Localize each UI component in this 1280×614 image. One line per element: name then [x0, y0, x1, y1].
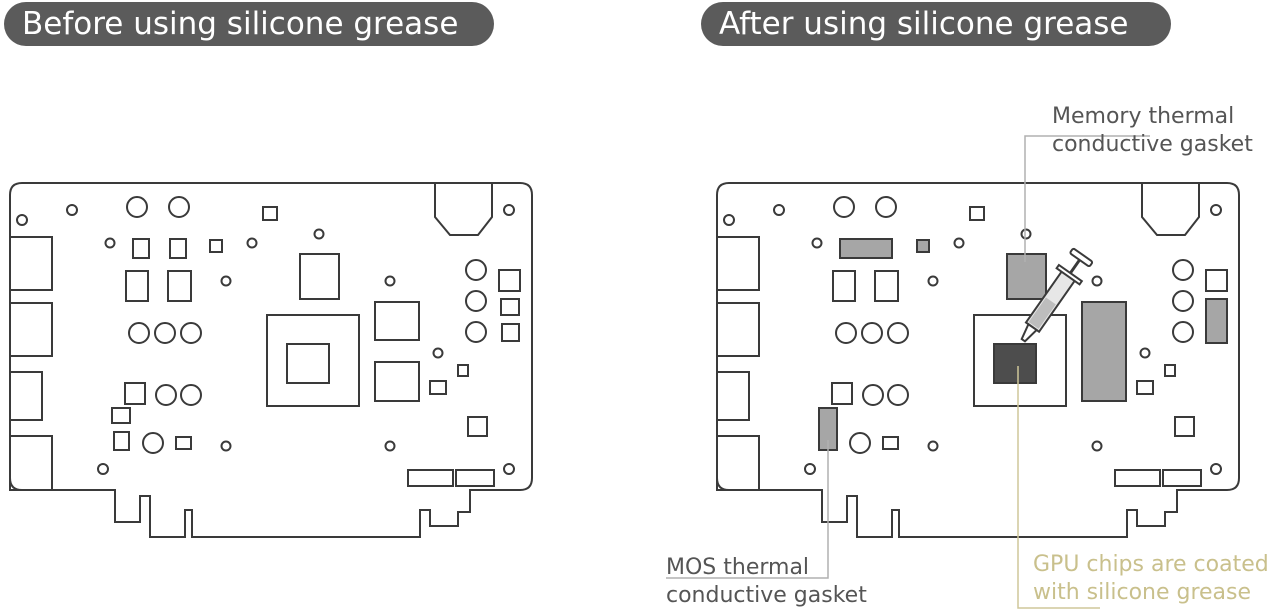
pcb-after — [716, 182, 1240, 538]
mos-leader-line — [666, 440, 829, 579]
gpu-callout-line-1: GPU chips are coated — [1033, 552, 1269, 577]
mos-callout-line-1: MOS thermal — [666, 555, 810, 580]
grease-syringe-icon — [1020, 247, 1094, 343]
after-header: After using silicone grease — [701, 2, 1171, 46]
memory-leader-line — [1024, 135, 1150, 262]
mos-gasket-callout: MOS thermal conductive gasket — [666, 554, 867, 610]
before-header: Before using silicone grease — [4, 2, 494, 46]
gpu-grease-callout: GPU chips are coated with silicone greas… — [1033, 551, 1269, 607]
gpu-callout-line-2: with silicone grease — [1033, 580, 1252, 605]
gpu-leader-line — [1017, 366, 1100, 609]
memory-gasket-callout: Memory thermal conductive gasket — [1052, 103, 1253, 159]
pcb-before — [9, 182, 533, 538]
memory-callout-line-2: conductive gasket — [1052, 132, 1253, 157]
mos-callout-line-2: conductive gasket — [666, 583, 867, 608]
memory-callout-line-1: Memory thermal — [1052, 104, 1235, 129]
